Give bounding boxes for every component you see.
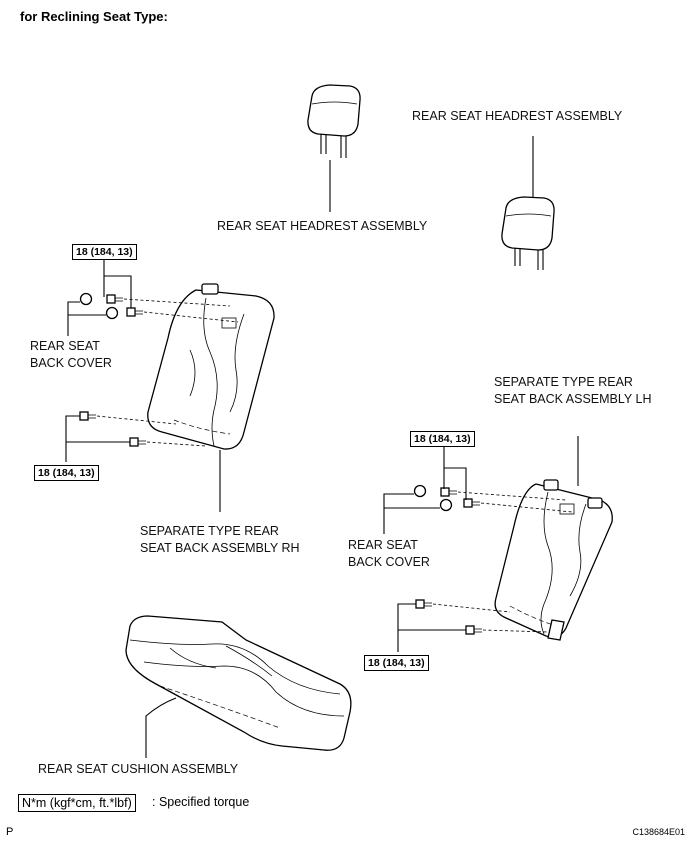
rh-lower-fasteners (79, 411, 207, 447)
seat-back-rh-icon (147, 283, 275, 450)
torque-legend-text: : Specified torque (152, 795, 250, 809)
torque-box-rh-lower: 18 (184, 13) (34, 465, 99, 481)
label-seat-back-lh: SEPARATE TYPE REAR SEAT BACK ASSEMBLY LH (494, 375, 652, 406)
label-headrest-right: REAR SEAT HEADREST ASSEMBLY (412, 109, 623, 123)
label-headrest-left: REAR SEAT HEADREST ASSEMBLY (217, 219, 428, 233)
label-back-cover-left: REAR SEAT BACK COVER (30, 339, 112, 370)
seat-back-lh-icon (494, 479, 613, 641)
leader-rh-lower-torque (65, 415, 130, 462)
torque-legend-box: N*m (kgf*cm, ft.*lbf) (18, 794, 136, 812)
headrest-left-icon (307, 84, 361, 158)
label-back-cover-right: REAR SEAT BACK COVER (348, 538, 430, 569)
leader-lh-upper-torque (443, 446, 467, 500)
lh-upper-fasteners (413, 484, 573, 513)
headrest-right-icon (501, 196, 555, 270)
label-seat-back-rh: SEPARATE TYPE REAR SEAT BACK ASSEMBLY RH (140, 524, 300, 555)
leader-lh-lower-torque (397, 603, 466, 652)
seat-cushion-icon (125, 615, 352, 751)
lh-lower-fasteners (415, 599, 549, 635)
diagram-heading: for Reclining Seat Type: (20, 9, 168, 24)
leader-rh-back-cover (67, 301, 106, 336)
leader-lh-back-cover (383, 493, 440, 534)
leader-rh-upper-torque (103, 260, 132, 308)
figure-code: C138684E01 (632, 827, 685, 837)
leader-seat-cushion (145, 697, 177, 758)
page-marker: P (6, 826, 14, 838)
label-seat-cushion: REAR SEAT CUSHION ASSEMBLY (38, 762, 239, 776)
torque-box-lh-lower: 18 (184, 13) (364, 655, 429, 671)
torque-box-lh-upper: 18 (184, 13) (410, 431, 475, 447)
rh-upper-fasteners (79, 292, 239, 323)
torque-box-rh-upper: 18 (184, 13) (72, 244, 137, 260)
